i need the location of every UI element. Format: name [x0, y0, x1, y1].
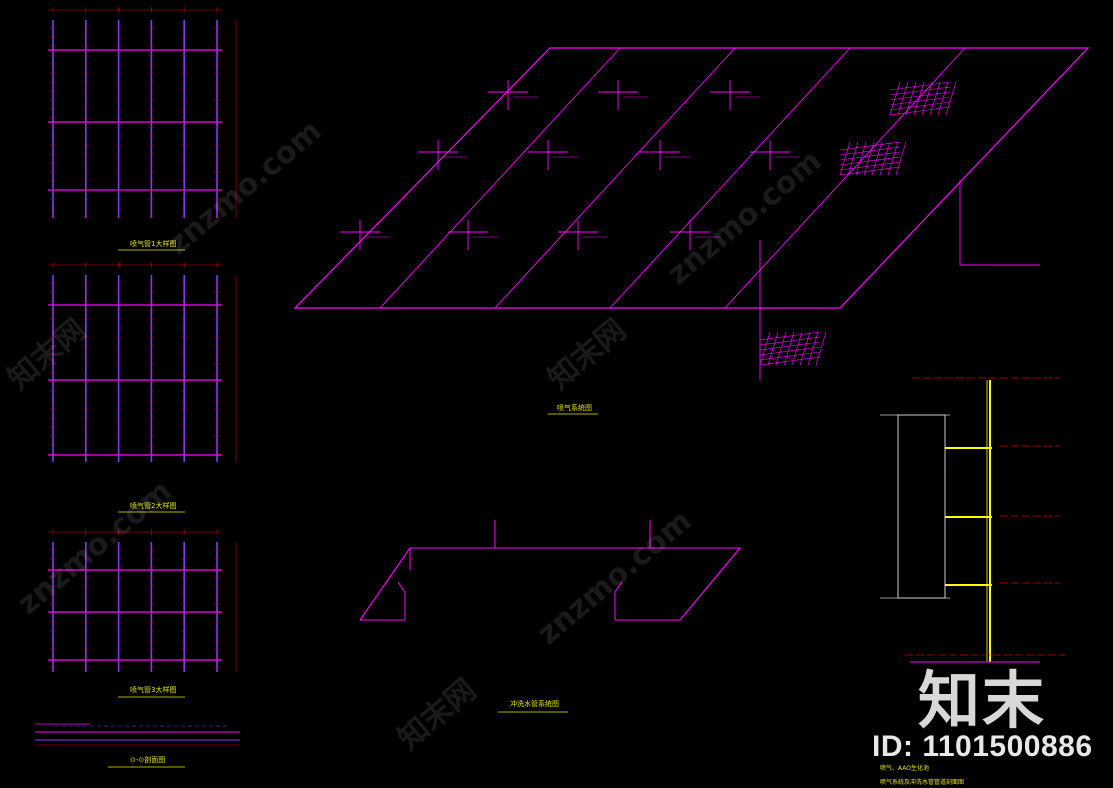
plan-1-grid	[48, 7, 237, 218]
system-title: 喷气系统图	[557, 403, 592, 412]
aeration-system-isometric	[293, 47, 1090, 380]
plan-1-title: 喷气管1大样图	[130, 239, 176, 248]
plan-3-title: 喷气管3大样图	[130, 685, 176, 694]
plan-2-title: 喷气管2大样图	[130, 501, 176, 510]
plan-3-grid	[48, 529, 237, 672]
flush-title: 冲洗水管系统图	[510, 699, 559, 708]
section-caption-2: 喷气系统及冲洗水管管道剖面图	[880, 778, 964, 786]
section-view	[880, 377, 1065, 663]
section-caption-1: 喷气、AAO生化池	[880, 764, 929, 772]
small-section	[35, 723, 240, 746]
watermark-id: ID: 1101500886	[872, 730, 1093, 763]
watermark-logo: 知末	[918, 664, 1047, 737]
plan-2-grid	[48, 262, 237, 462]
flush-water-system	[359, 520, 742, 621]
small-section-title: ⊙-⊙剖面图	[130, 755, 165, 764]
